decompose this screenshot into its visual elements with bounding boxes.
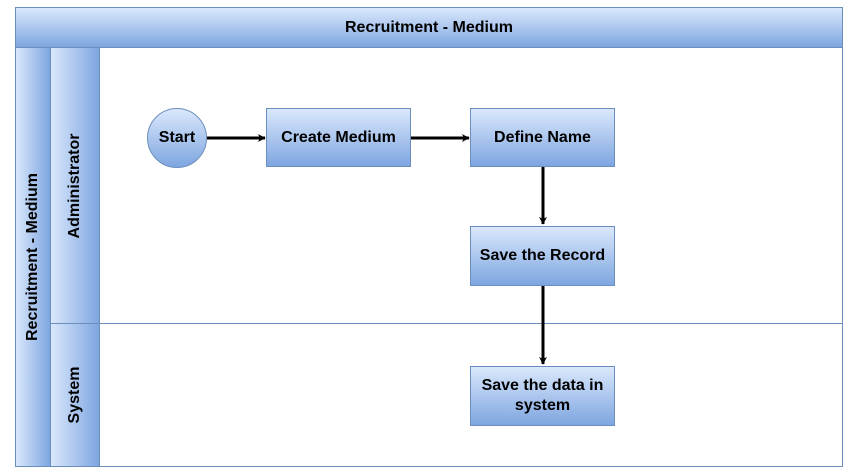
save-data-node: Save the data in system [470,366,615,426]
lane-system-header: System [50,323,100,467]
pool-header-label: Recruitment - Medium [344,18,513,36]
create-medium-node: Create Medium [266,108,411,167]
save-record-node: Save the Record [470,226,615,286]
define-name-label: Define Name [494,128,591,146]
define-name-node: Define Name [470,108,615,167]
save-record-label: Save the Record [479,247,606,264]
start-node-label: Start [158,129,196,146]
pool-header: Recruitment - Medium [15,7,843,48]
save-data-label: Save the data in system [481,377,604,414]
create-medium-label: Create Medium [281,128,396,146]
start-node: Start [147,108,207,168]
pool-side-header: Recruitment - Medium [15,47,51,467]
